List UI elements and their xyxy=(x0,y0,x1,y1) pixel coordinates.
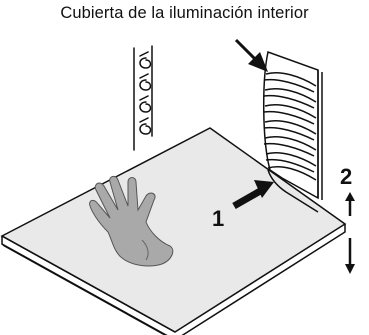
step-2-arrows xyxy=(345,192,355,274)
step-1-arrow xyxy=(232,180,274,210)
back-shelf-support xyxy=(133,45,153,151)
glass-shelf xyxy=(0,127,347,335)
pointer-arrow xyxy=(234,38,268,72)
step-2-label: 2 xyxy=(340,164,352,189)
light-cover-caption: Cubierta de la iluminación interior xyxy=(60,4,309,22)
step-1-label: 1 xyxy=(212,206,224,231)
hand-icon xyxy=(89,175,174,267)
